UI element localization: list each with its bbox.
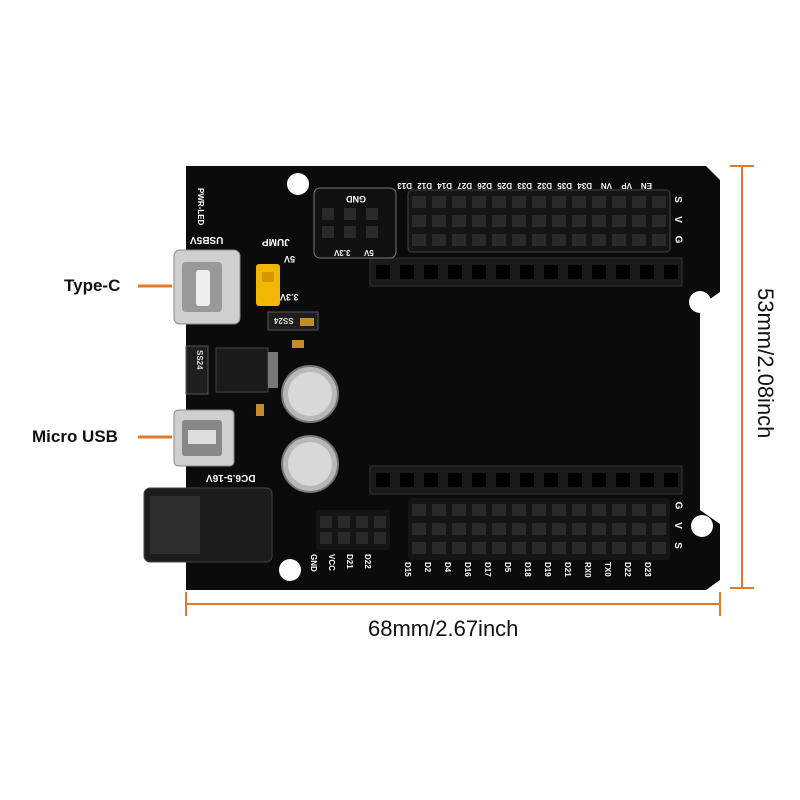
- pin-label: D4: [443, 562, 452, 573]
- block-33v-label: 3.3V: [334, 248, 351, 257]
- pin-label: D33: [517, 181, 532, 190]
- pin-label: D35: [557, 181, 572, 190]
- pin-label: GND: [309, 554, 318, 572]
- pin-label: D16: [463, 562, 472, 577]
- svg-top-labels: S V G: [672, 194, 686, 254]
- block-5v-label: 5V: [364, 248, 374, 257]
- width-dimension-label: 68mm/2.67inch: [368, 616, 519, 641]
- pin-label: D2: [423, 562, 432, 573]
- svg-bottom-labels: G V S: [672, 500, 686, 560]
- pin-label: D15: [403, 562, 412, 577]
- ss24-left-label: SS24: [195, 350, 204, 370]
- jumper-cap: [256, 264, 280, 306]
- pin-label: D34: [577, 181, 592, 190]
- mounting-hole-top-left: [287, 173, 309, 195]
- left-bottom-pin-header: [316, 510, 390, 550]
- rail-label: G: [672, 235, 684, 244]
- rail-label: V: [671, 216, 683, 223]
- top-pin-labels: D13 D12 D14 D27 D26 D25 D33 D32 D35 D34 VN VP EN: [397, 172, 672, 192]
- pin-label: D22: [623, 562, 632, 577]
- pin-label: D14: [437, 181, 452, 190]
- pin-label: D21: [563, 562, 572, 577]
- ss24-top-label: SS24: [274, 316, 294, 325]
- type-c-callout: Type-C: [64, 276, 121, 295]
- rail-label: S: [671, 542, 683, 549]
- rail-label: V: [671, 522, 683, 529]
- dc-input-label: DC6.5-16V: [206, 472, 256, 483]
- voltage-regulator: [215, 347, 269, 393]
- pin-label: D27: [457, 181, 472, 190]
- pin-label: D32: [537, 181, 552, 190]
- pin-label: RX0: [583, 562, 592, 578]
- pin-label: D17: [483, 562, 492, 577]
- pin-label: D22: [363, 554, 372, 569]
- pin-label: VN: [600, 181, 612, 190]
- usb5v-label: USB5V: [190, 234, 224, 245]
- micro-usb-callout: Micro USB: [32, 427, 118, 446]
- pin-label: D21: [345, 554, 354, 569]
- pin-label: D18: [523, 562, 532, 577]
- ss24-diode-left: [185, 345, 209, 395]
- pin-label: EN: [640, 181, 652, 190]
- pin-label: D12: [417, 181, 432, 190]
- power-pin-block: [313, 187, 397, 259]
- mounting-hole-bottom-left: [279, 559, 301, 581]
- jump-label: JUMP: [262, 236, 290, 247]
- pin-label: D5: [503, 562, 512, 573]
- pin-label: VP: [621, 181, 632, 190]
- pin-label: TX0: [603, 562, 612, 577]
- left-bottom-pin-labels: GND VCC D21 D22: [309, 554, 392, 578]
- jump-5v-label: 5V: [284, 254, 296, 264]
- pin-label: D25: [497, 181, 512, 190]
- pin-label: D13: [397, 181, 412, 190]
- pin-label: D19: [543, 562, 552, 577]
- pin-label: D26: [477, 181, 492, 190]
- pwr-led-label: PWR-LED: [196, 188, 205, 226]
- gnd-block-label: GND: [346, 194, 366, 204]
- mounting-hole-right-upper: [689, 291, 711, 313]
- mounting-hole-right-lower: [691, 515, 713, 537]
- rail-label: S: [671, 196, 683, 203]
- jump-33v-label: 3.3V: [280, 292, 299, 302]
- pin-label: VCC: [327, 554, 336, 571]
- bottom-pin-labels: D15 D2 D4 D16 D17 D5 D18 D19 D21 RX0 TX0 D22 D23: [403, 562, 672, 586]
- pin-label: D23: [643, 562, 652, 577]
- rail-label: G: [672, 501, 684, 510]
